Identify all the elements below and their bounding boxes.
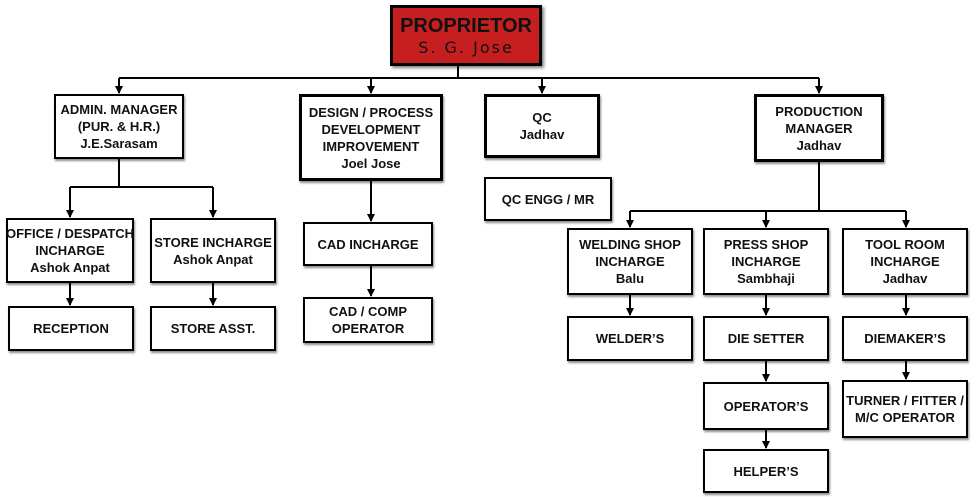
- turner-line-2: M/C OPERATOR: [855, 410, 955, 425]
- reception-label: RECEPTION: [33, 321, 109, 336]
- qc-engg-label: QC ENGG / MR: [501, 191, 595, 207]
- qc-title: QC: [532, 110, 552, 125]
- reception-box: RECEPTION: [8, 306, 134, 351]
- welding-name: Balu: [615, 271, 645, 286]
- admin-manager-name: J.E.Sarasam: [80, 136, 158, 151]
- admin-manager-line-2: (PUR. & H.R.): [77, 119, 161, 134]
- proprietor-name: S. G. Jose: [418, 38, 514, 57]
- production-name: Jadhav: [796, 137, 842, 153]
- cad-incharge-box: CAD INCHARGE: [303, 222, 433, 266]
- store-incharge-box: STORE INCHARGE Ashok Anpat: [150, 218, 276, 283]
- qc-name: Jadhav: [519, 127, 565, 142]
- welders-box: WELDER’S: [567, 316, 693, 361]
- store-asst-box: STORE ASST.: [150, 306, 276, 351]
- store-line-1: STORE INCHARGE: [154, 234, 272, 250]
- production-line-1: PRODUCTION: [775, 103, 863, 119]
- store-asst-label: STORE ASST.: [170, 321, 256, 336]
- die-setter-label: DIE SETTER: [727, 331, 805, 346]
- die-setter-box: DIE SETTER: [703, 316, 829, 361]
- operators-box: OPERATOR’S: [703, 382, 829, 430]
- helpers-box: HELPER’S: [703, 449, 829, 493]
- tool-room-box: TOOL ROOM INCHARGE Jadhav: [842, 228, 968, 295]
- qc-engg-box: QC ENGG / MR: [484, 177, 612, 221]
- design-line-2: DEVELOPMENT: [321, 121, 421, 137]
- store-name: Ashok Anpat: [173, 251, 253, 267]
- production-manager-box: PRODUCTION MANAGER Jadhav: [754, 94, 884, 162]
- toolroom-line-2: INCHARGE: [870, 254, 940, 269]
- welding-shop-box: WELDING SHOP INCHARGE Balu: [567, 228, 693, 295]
- welders-label: WELDER’S: [595, 331, 665, 346]
- admin-manager-box: ADMIN. MANAGER (PUR. & H.R.) J.E.Sarasam: [54, 94, 184, 159]
- cad-incharge-label: CAD INCHARGE: [317, 236, 419, 252]
- press-name: Sambhaji: [737, 271, 795, 286]
- office-name: Ashok Anpat: [30, 260, 110, 275]
- press-line-1: PRESS SHOP: [723, 237, 809, 252]
- office-line-2: INCHARGE: [35, 243, 105, 258]
- cad-comp-operator-box: CAD / COMP OPERATOR: [303, 297, 433, 343]
- admin-manager-line-1: ADMIN. MANAGER: [60, 102, 178, 117]
- toolroom-line-1: TOOL ROOM: [865, 237, 945, 252]
- press-shop-box: PRESS SHOP INCHARGE Sambhaji: [703, 228, 829, 295]
- design-process-box: DESIGN / PROCESS DEVELOPMENT IMPROVEMENT…: [299, 94, 443, 181]
- cad-comp-line-2: OPERATOR: [331, 321, 405, 336]
- design-name: Joel Jose: [341, 155, 401, 171]
- diemakers-box: DIEMAKER’S: [842, 316, 968, 361]
- toolroom-name: Jadhav: [882, 271, 928, 286]
- proprietor-title: PROPRIETOR: [400, 15, 532, 37]
- press-line-2: INCHARGE: [731, 254, 801, 269]
- turner-line-1: TURNER / FITTER /: [846, 393, 964, 408]
- design-line-1: DESIGN / PROCESS: [308, 104, 434, 120]
- office-line-1: OFFICE / DESPATCH: [5, 226, 135, 241]
- design-line-3: IMPROVEMENT: [322, 138, 420, 154]
- turner-fitter-box: TURNER / FITTER / M/C OPERATOR: [842, 380, 968, 438]
- welding-line-1: WELDING SHOP: [579, 237, 681, 252]
- qc-box: QC Jadhav: [484, 94, 600, 158]
- office-despatch-box: OFFICE / DESPATCH INCHARGE Ashok Anpat: [6, 218, 134, 283]
- diemakers-label: DIEMAKER’S: [864, 331, 946, 346]
- cad-comp-line-1: CAD / COMP: [329, 304, 407, 319]
- proprietor-box: PROPRIETOR S. G. Jose: [390, 5, 542, 66]
- operators-label: OPERATOR’S: [723, 398, 809, 414]
- welding-line-2: INCHARGE: [595, 254, 665, 269]
- production-line-2: MANAGER: [785, 120, 853, 136]
- helpers-label: HELPER’S: [733, 463, 799, 479]
